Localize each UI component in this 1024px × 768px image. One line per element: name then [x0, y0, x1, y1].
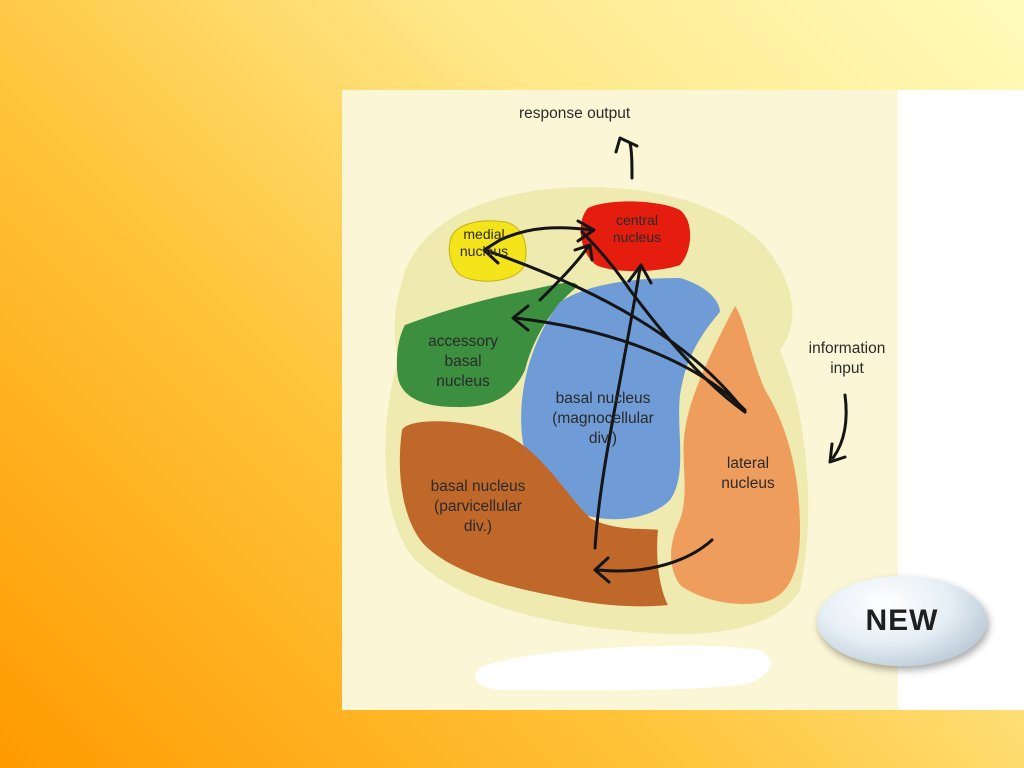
arrow-lateral-to-parvi	[596, 538, 714, 573]
arrow-medial-to-central	[498, 226, 594, 242]
node-basal-magno-shape	[521, 278, 720, 520]
node-basal-parvi-label: basal nucleus (parvicellular div.)	[430, 478, 526, 535]
node-accessory-basal-label: accessory basal nucleus	[428, 333, 498, 390]
arrow-lateral-to-central	[580, 230, 747, 414]
arrow-input-in-head	[828, 442, 847, 464]
node-central-shape	[580, 201, 691, 272]
arrow-input-in	[831, 393, 848, 460]
node-basal-magno-label: basal nucleus (magnocellular div.)	[552, 390, 654, 447]
arrow-parvi-to-central-head	[627, 263, 653, 285]
node-lateral-shape	[671, 306, 800, 605]
arrow-lateral-to-parvi-head	[593, 556, 611, 584]
node-central-label: central nucleus	[612, 212, 662, 245]
arrow-lateral-to-accessory	[513, 316, 747, 412]
node-medial-label: medial nucleus	[459, 226, 509, 259]
white-smudge	[475, 645, 771, 691]
arrow-accessory-to-central	[538, 245, 590, 302]
arrow-medial-to-central-head	[576, 219, 596, 243]
node-basal-parvi-shape	[399, 421, 668, 607]
new-badge: NEW	[817, 576, 987, 666]
arrow-lateral-to-medial	[483, 248, 747, 414]
arrow-central-to-output-head	[614, 136, 639, 154]
arrow-lateral-to-accessory-head	[511, 304, 530, 332]
node-lateral-label: lateral nucleus	[721, 455, 775, 492]
response-output-label: response output	[519, 105, 631, 122]
arrow-parvi-to-central	[593, 266, 642, 550]
arrow-lateral-to-medial-head	[482, 238, 502, 265]
node-accessory-basal-shape	[396, 282, 578, 408]
arrow-central-to-output	[628, 141, 634, 180]
information-input-label: information input	[808, 340, 886, 377]
arrow-accessory-to-central-head	[573, 243, 594, 262]
